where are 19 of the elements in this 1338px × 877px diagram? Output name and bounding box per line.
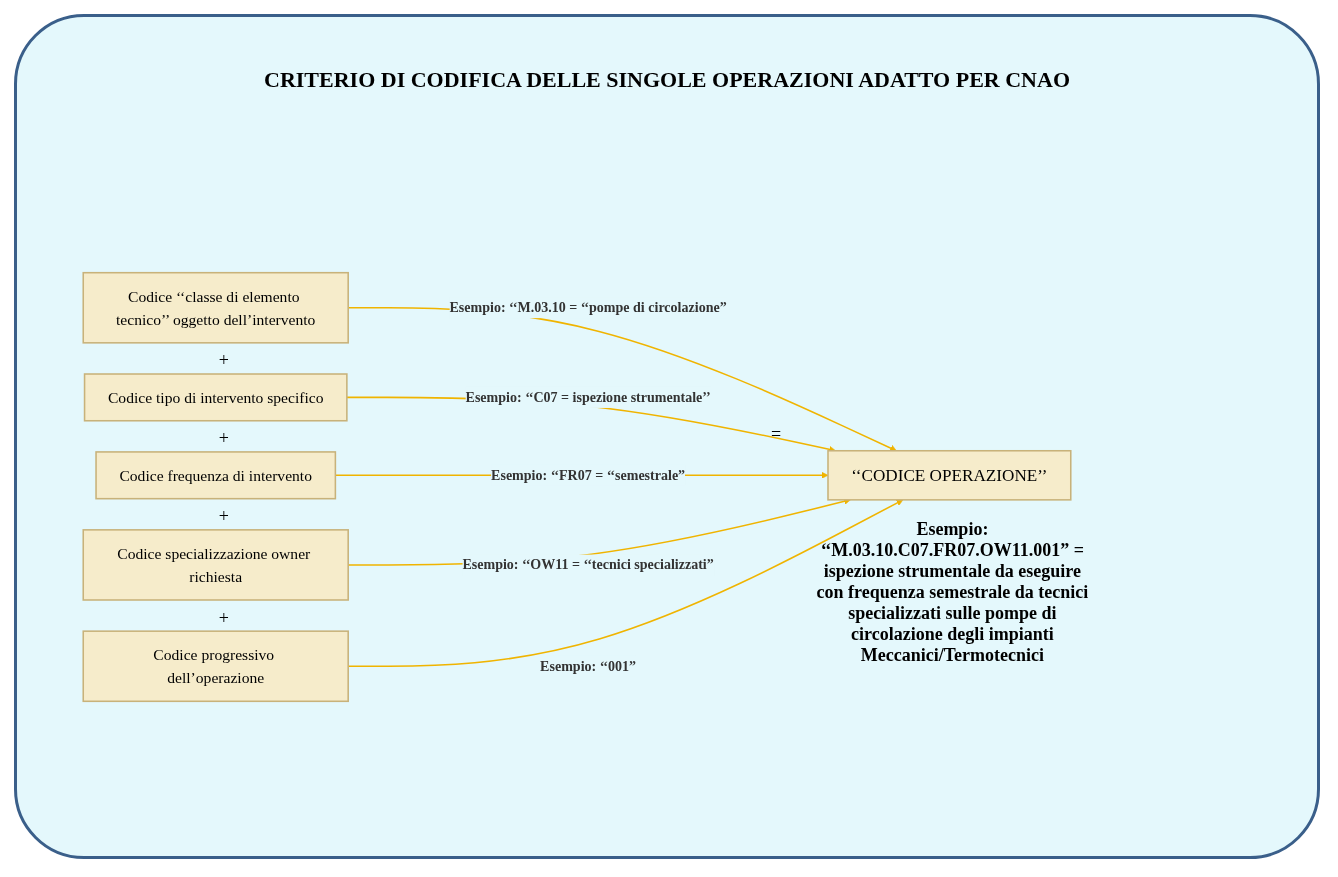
edge-label: Esempio: ‘‘M.03.10 = ‘‘pompe di circolazione”: [449, 299, 727, 316]
node-box: [827, 450, 1072, 501]
edge-label: Esempio: ‘‘001”: [540, 658, 637, 674]
example-note: Esempio: ‘‘M.03.10.C07.FR07.OW11.001” = ispezione strumentale da eseguire con frequenza semestrale da tecnici specializzati sulle pompe di circolazione degli impianti Meccanici/Termotecnici: [815, 518, 1090, 666]
operator-sign: +: [218, 350, 229, 372]
operator-sign: =: [771, 423, 782, 445]
edge-label: Esempio: ‘‘C07 = ispezione strumentale’’: [465, 389, 711, 405]
diagram-title: CRITERIO DI CODIFICA DELLE SINGOLE OPERAZIONI ADATTO PER CNAO: [263, 67, 1071, 93]
edge-label: Esempio: ‘‘OW11 = ‘‘tecnici specializzati”: [462, 556, 714, 573]
node-box: [82, 630, 349, 703]
operator-sign: +: [218, 428, 229, 450]
operator-sign: +: [218, 607, 229, 629]
node-box: [83, 373, 348, 422]
node-box: [82, 271, 349, 344]
operator-sign: +: [218, 506, 229, 528]
edge-label: Esempio: ‘‘FR07 = ‘‘semestrale”: [491, 467, 686, 483]
node-box: [82, 529, 349, 601]
panel-background: CRITERIO DI CODIFICA DELLE SINGOLE OPERAZIONI ADATTO PER CNAO Esempio: ‘‘M.03.10 = ‘‘pompe di circolazione” Esempio: ‘‘C07 = ispezione strumentale’’ Esempio: ‘‘FR07 = ‘‘semestrale” Esempio: ‘‘OW11 = ‘‘tecnici specializzati” Esempio: ‘‘001” Codice ‘‘classe di elemento tecnico’’ oggetto dell’intervento Codice tipo di intervento specifico Codice frequenza di intervento Codice specializzazione owner richiesta Codice progressivo dell’operazione ‘‘CODICE OPERAZIONE’’ + + + + = Esempio: ‘‘M.03.10.C07.FR07.OW11.001” = ispezione strumentale da eseguire con frequenza semestrale da tecnici specializzati sulle pompe di circolazione degli impianti Meccanici/Termotecnici: [14, 14, 1320, 859]
node-box: [95, 451, 337, 500]
